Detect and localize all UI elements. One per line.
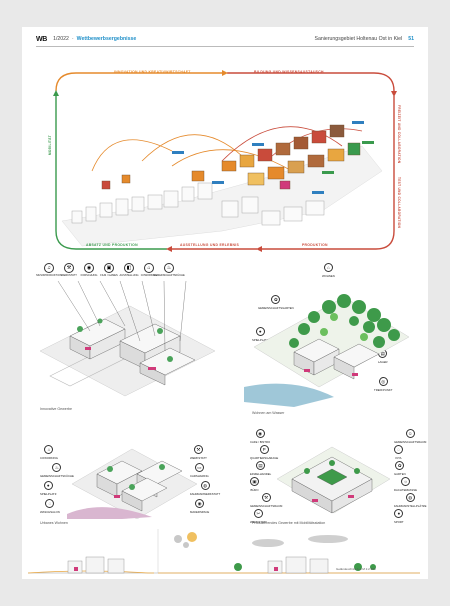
legend-meeting: ◎TREFFPUNKT (374, 377, 393, 392)
axonometric-production (276, 446, 391, 514)
legend-garden: ✿GEMEINSCHAFTSGARTEN (258, 295, 294, 310)
kitchen2-icon: ♨ (52, 463, 62, 472)
play-icon: ● (255, 327, 265, 336)
section-title: Wettbewerbsergebnisse (76, 36, 137, 42)
axonometric-urban-housing (67, 448, 198, 519)
legend-laundry: ◌WASCHSALON (40, 499, 60, 514)
coworking-icon: ⌂ (144, 263, 154, 273)
label-sales: ABSATZ UND PRODUKTION (86, 243, 138, 247)
workshop2-icon: ⚒ (261, 493, 271, 502)
axonometric-housing-water (244, 294, 410, 407)
legend-item: ▣FILM / GAMES (100, 263, 118, 277)
label-test: TEST UND COLLABORATION (397, 177, 401, 229)
label-leisure: FREIZEIT UND COLLABORATION (397, 105, 401, 164)
hut-icon: ⌂ (44, 445, 54, 454)
sport-icon: ● (394, 509, 404, 518)
legend-sun: ☼DACHTERRASSE (394, 477, 418, 492)
car-icon: ▭ (194, 463, 204, 472)
tools2-icon: ✂ (253, 509, 263, 518)
legend-tools2: ✂WERKSTATT (250, 509, 267, 524)
sun-icon: ☼ (401, 477, 410, 486)
legend-tools: ⚒WERKSTATT (190, 445, 207, 460)
legend-play2: ●SPIELPLATZ (40, 481, 57, 496)
film-icon: ▣ (104, 263, 114, 273)
legend-coworking: ⌂COWORKING (40, 445, 58, 460)
music-icon: ♫ (44, 263, 54, 273)
research-icon: ◉ (84, 263, 94, 273)
site-section-drawing (28, 529, 420, 574)
legend-sport: ●SPORT (394, 509, 404, 524)
legend-item: ⚒WERKSTATT (61, 263, 77, 277)
legend-community: ⚒GEMEINSCHAFTSRAUM (250, 493, 283, 508)
legend-house: ⌂WOHNEN (322, 263, 335, 278)
bike-icon: ◍ (200, 481, 210, 490)
legend-lab: ◉MAKERSPACE (190, 499, 210, 514)
label-innovation: INNOVATION UND KREATIVWIRTSCHAFT (114, 70, 191, 74)
kitchen-icon: ♨ (164, 263, 174, 273)
garden2-icon: ✿ (395, 461, 405, 470)
shop-icon: ▤ (256, 461, 266, 470)
magazine-page: WB 1/2022 · Wettbewerbsergebnisse Sanier… (22, 27, 428, 579)
page-number: 51 (408, 36, 414, 42)
label-education: BILDUNG UND WISSENSAUSTAUSCH (254, 70, 324, 74)
running-title: Sanierungsgebiet Holtenau Ost in Kiel (314, 36, 403, 42)
exhibition-icon: ◧ (124, 263, 134, 273)
page-header: WB 1/2022 · Wettbewerbsergebnisse Sanier… (36, 33, 414, 45)
legend-item: ⌂COWORKING (140, 263, 158, 277)
tools-icon: ⚒ (193, 445, 203, 454)
legend-kids: ◌KITA (394, 445, 403, 460)
axonometric-innovation (39, 281, 216, 397)
legend-car: ▭CARSHARING (190, 463, 209, 478)
legend-cafe: ◉CAFE / BISTRO (250, 429, 271, 444)
office-icon: ▣ (250, 477, 259, 486)
legend-item: ♫MUSIKPRODUKTION (36, 263, 62, 277)
lab-icon: ◉ (195, 499, 205, 508)
caption-axo-3: Urbanes Wohnen (40, 521, 68, 525)
legend-people: ☺GEMEINSCHAFTSRAUM (394, 429, 427, 444)
parking-icon: P (259, 445, 269, 454)
caption-axo-2: Wohnen am Wasser (252, 411, 285, 415)
caption-section: Geländeschnitt A-A M 1:2.500 (336, 567, 376, 571)
caption-axo-4: Produzierendes Gewerbe mit Mobilitätssta… (252, 521, 326, 525)
legend-item: ◉FORSCHUNG (80, 263, 98, 277)
legend-kitchen: ♨GEMEINSCHAFTSKÜCHE (40, 463, 74, 478)
issue-number: 1/2022 (53, 36, 69, 42)
radio-icon: ◉ (255, 429, 265, 438)
icon-legend-top-left: ♫MUSIKPRODUKTION ⚒WERKSTATT ◉FORSCHUNG ▣… (36, 263, 185, 277)
legend-bike: ◍FAHRRADWERKSTATT (190, 481, 221, 496)
garden-icon: ✿ (271, 295, 281, 304)
circular-process-diagram (53, 70, 397, 252)
legend-item: ♨GEMEINSCHAFTSKÜCHE (153, 263, 185, 277)
house-icon: ⌂ (323, 263, 333, 272)
bike2-icon: ◍ (405, 493, 415, 502)
people-icon: ☺ (405, 429, 415, 438)
header-divider (36, 46, 414, 47)
label-exhibition: AUSSTELLUNG UND ERLEBNIS (180, 243, 240, 247)
label-mobility: MOBILITÄT (48, 135, 52, 156)
caption-axo-1: Innovative Gewerbe (40, 407, 72, 411)
header-separator: · (71, 36, 74, 42)
legend-bike2: ◍FAHRRADSTELLPLÄTZE (394, 493, 427, 508)
legend-office: ▣BÜRO (250, 477, 259, 492)
laundry-icon: ◌ (45, 499, 55, 508)
legend-shop: ▤EINZELHANDEL (250, 461, 272, 476)
legend-garden2: ✿GARTEN (394, 461, 406, 476)
kids-icon: ◌ (394, 445, 403, 454)
ball-icon: ● (43, 481, 53, 490)
meeting-icon: ◎ (378, 377, 388, 386)
magazine-logo: WB (36, 35, 48, 43)
workshop-icon: ⚒ (64, 263, 74, 273)
legend-play: ●SPIELPLATZ (252, 327, 269, 342)
label-production: PRODUKTION (302, 243, 328, 247)
legend-item: ◧AUSSTELLUNG (119, 263, 139, 277)
